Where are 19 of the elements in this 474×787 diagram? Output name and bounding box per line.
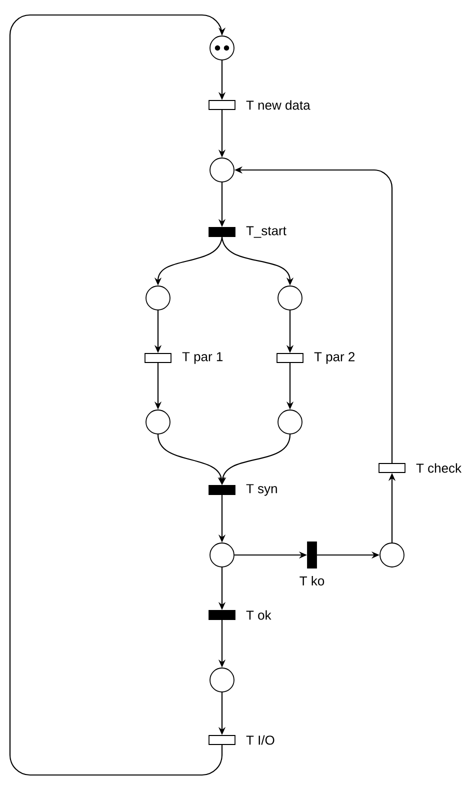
transition-label: T new data [246, 100, 310, 110]
transition-label: T par 1 [182, 352, 223, 364]
transition-label: T ko [300, 576, 324, 586]
place-circle [210, 158, 234, 182]
transition-label: T I/O [246, 735, 274, 745]
place-circle [210, 36, 234, 60]
transition-label: T syn [246, 484, 277, 496]
place-circle [278, 410, 302, 434]
place-circle [146, 410, 170, 434]
transition-label: T ok [246, 610, 272, 620]
place-circle [210, 668, 234, 692]
transition-label: T_start [246, 226, 286, 238]
place-circle [146, 286, 170, 310]
place-circle [380, 542, 404, 568]
place-circle [278, 286, 302, 310]
transition-label: T check [416, 463, 462, 473]
place-circle [210, 542, 234, 568]
arrow [9, 14, 226, 776]
transition-label: T par 2 [314, 352, 355, 364]
